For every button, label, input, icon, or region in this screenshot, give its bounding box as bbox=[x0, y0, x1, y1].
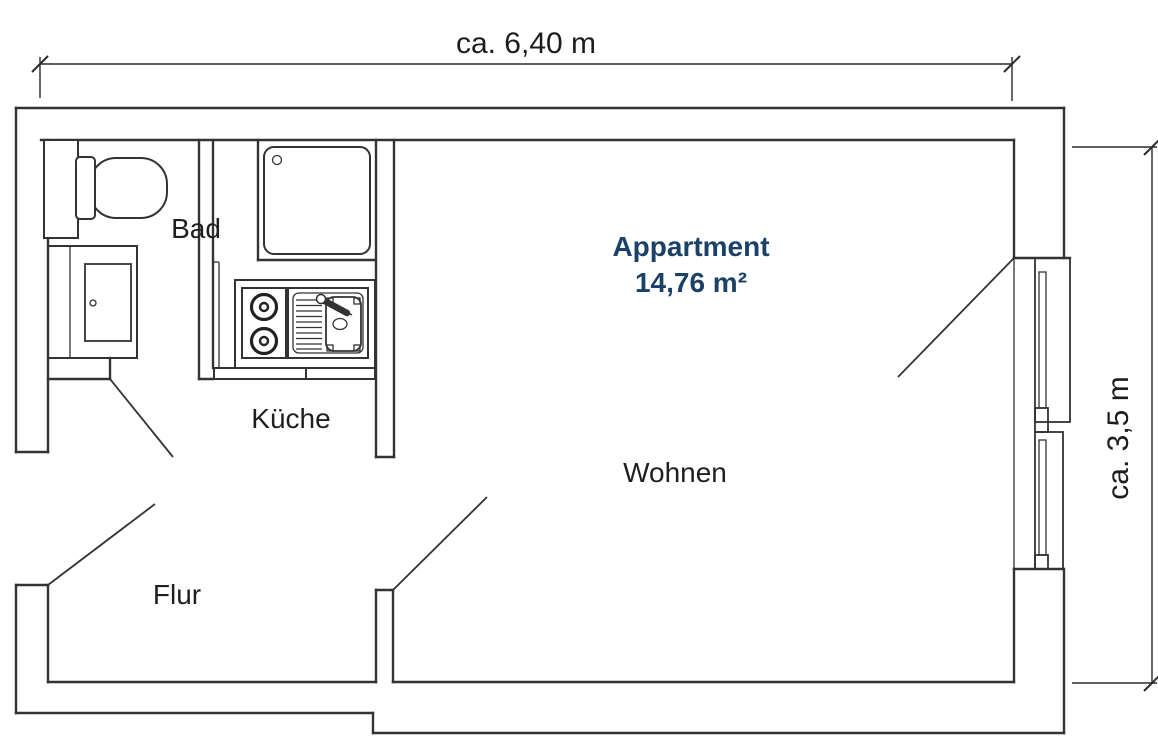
room-label-wohnen: Wohnen bbox=[623, 457, 727, 488]
wohnen-door-swing bbox=[392, 496, 488, 591]
outer-walls bbox=[14, 106, 1072, 735]
unit-area: 14,76 m² bbox=[635, 267, 747, 298]
room-label-bad: Bad bbox=[171, 213, 221, 244]
balcony-door-swing bbox=[897, 257, 1015, 378]
stove-icon bbox=[241, 287, 287, 359]
unit-label: Appartment 14,76 m² bbox=[612, 231, 769, 298]
unit-title: Appartment bbox=[612, 231, 769, 262]
room-labels: Bad Küche Flur Wohnen bbox=[153, 213, 727, 610]
dimension-width: ca. 6,40 m bbox=[31, 27, 1021, 101]
toilet-icon bbox=[75, 156, 168, 220]
kitchen-counter bbox=[213, 279, 376, 380]
dimension-width-label: ca. 6,40 m bbox=[456, 27, 596, 60]
interior-walls bbox=[46, 138, 396, 684]
balcony-door-icon bbox=[1013, 257, 1071, 569]
shower-icon bbox=[256, 138, 377, 262]
entrance-door-swing bbox=[47, 503, 156, 586]
room-label-flur: Flur bbox=[153, 579, 201, 610]
room-label-kueche: Küche bbox=[251, 403, 330, 434]
dimension-height-label: ca. 3,5 m bbox=[1102, 376, 1135, 499]
bad-door-swing bbox=[109, 378, 174, 458]
vanity-unit-icon bbox=[47, 245, 138, 359]
shaft-column bbox=[43, 139, 79, 239]
kitchen-sink-icon bbox=[287, 287, 369, 359]
dimension-height: ca. 3,5 m bbox=[1072, 139, 1158, 692]
window-icon bbox=[1034, 431, 1064, 570]
